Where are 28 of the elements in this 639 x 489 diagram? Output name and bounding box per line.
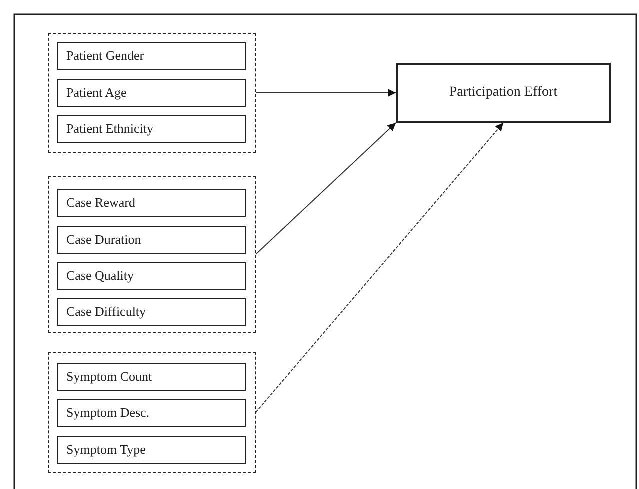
box-label: Case Duration bbox=[66, 232, 142, 248]
arrow bbox=[256, 122, 396, 255]
dashed-group-box bbox=[48, 33, 256, 153]
box-label: Case Reward bbox=[66, 194, 136, 210]
factor-box bbox=[56, 188, 246, 216]
box-label: Case Difficulty bbox=[66, 304, 146, 320]
factor-box bbox=[56, 78, 246, 106]
factor-box bbox=[56, 114, 246, 142]
box-label: Symptom Type bbox=[66, 442, 146, 458]
factor-box bbox=[56, 398, 246, 426]
box-label: Participation Effort bbox=[449, 85, 558, 101]
box-label: Case Quality bbox=[66, 268, 134, 284]
factor-box bbox=[56, 226, 246, 254]
factor-box bbox=[56, 436, 246, 464]
box-label: Patient Age bbox=[66, 84, 127, 100]
dashed-group-box bbox=[48, 176, 256, 333]
arrow bbox=[256, 122, 504, 413]
box-label: Symptom Desc. bbox=[66, 404, 150, 420]
factor-box bbox=[56, 262, 246, 290]
factor-box bbox=[56, 298, 246, 326]
box-label: Symptom Count bbox=[66, 368, 152, 384]
factor-box bbox=[56, 362, 246, 390]
box-label: Patient Ethnicity bbox=[66, 120, 154, 136]
outcome-box bbox=[396, 63, 611, 123]
factor-box bbox=[56, 42, 246, 70]
box-label: Patient Gender bbox=[66, 48, 144, 64]
arrow bbox=[256, 89, 396, 97]
dashed-group-box bbox=[48, 352, 256, 473]
